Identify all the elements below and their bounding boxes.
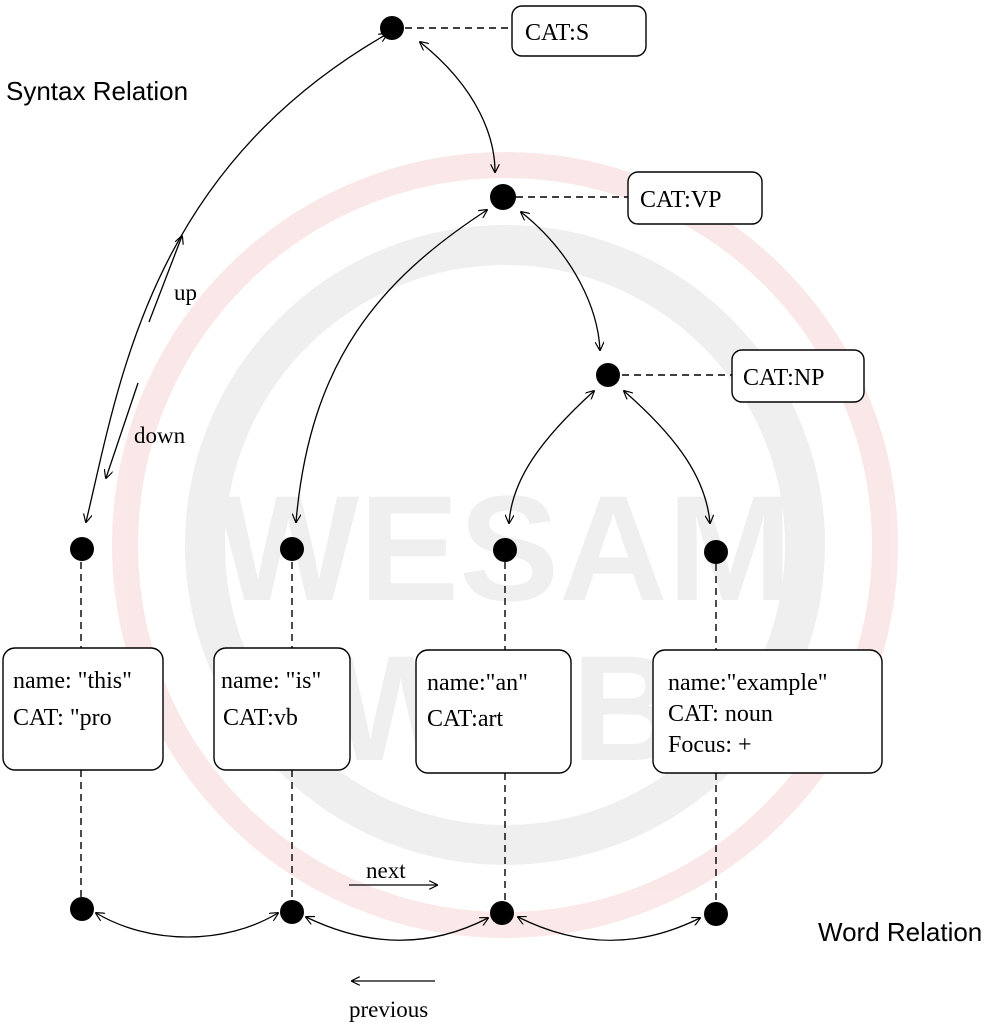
previous-label: previous bbox=[349, 997, 428, 1022]
word1-word2-arc bbox=[96, 913, 278, 938]
word4-line2: CAT: noun bbox=[668, 701, 773, 727]
np-to-word3-arc bbox=[509, 391, 594, 523]
word3-line2: CAT:art bbox=[427, 706, 503, 732]
s-to-word1-arc bbox=[86, 34, 387, 522]
word4-top-node bbox=[704, 540, 728, 564]
word-box-3: name:"an" CAT:art bbox=[415, 649, 572, 774]
word1-line2: CAT: "pro bbox=[13, 705, 112, 731]
word4-line3: Focus: + bbox=[668, 732, 752, 758]
cat-vp-box: CAT:VP bbox=[627, 171, 763, 225]
cat-np-box: CAT:NP bbox=[731, 349, 865, 403]
np-node bbox=[596, 363, 620, 387]
word-relation-heading: Word Relation bbox=[818, 917, 982, 947]
word4-line1: name:"example" bbox=[668, 670, 828, 696]
word2-word3-arc bbox=[306, 917, 488, 941]
word1-top-node bbox=[70, 537, 94, 561]
up-label: up bbox=[174, 280, 197, 305]
cat-s-box: CAT:S bbox=[511, 5, 647, 57]
vp-node bbox=[490, 184, 516, 210]
watermark-outer-ring bbox=[112, 152, 898, 938]
word3-line1: name:"an" bbox=[427, 670, 528, 696]
cat-np-label: CAT:NP bbox=[743, 365, 825, 391]
np-to-word4-arc bbox=[624, 391, 710, 523]
word2-top-node bbox=[280, 537, 304, 561]
down-arrow bbox=[106, 382, 139, 478]
cat-vp-label: CAT:VP bbox=[640, 187, 722, 213]
word3-top-node bbox=[493, 538, 517, 562]
word1-line1: name: "this" bbox=[13, 668, 132, 694]
word2-bottom-node bbox=[280, 900, 304, 924]
vp-to-word2-arc bbox=[296, 210, 487, 522]
word3-bottom-node bbox=[490, 901, 514, 925]
word-box-2: name: "is" CAT:vb bbox=[213, 647, 351, 771]
word2-line2: CAT:vb bbox=[223, 705, 298, 731]
word-box-4: name:"example" CAT: noun Focus: + bbox=[652, 649, 883, 774]
word2-line1: name: "is" bbox=[221, 668, 321, 694]
s-node bbox=[380, 16, 404, 40]
cat-s-label: CAT:S bbox=[525, 20, 589, 46]
word-box-1: name: "this" CAT: "pro bbox=[2, 647, 164, 771]
word4-bottom-node bbox=[704, 902, 728, 926]
word3-word4-arc bbox=[518, 917, 700, 941]
next-label: next bbox=[366, 858, 406, 883]
s-to-vp-arc bbox=[420, 42, 495, 172]
syntax-relation-heading: Syntax Relation bbox=[6, 76, 188, 106]
up-arrow bbox=[148, 236, 182, 323]
down-label: down bbox=[134, 423, 186, 448]
vp-to-np-arc bbox=[521, 212, 600, 350]
word1-bottom-node bbox=[70, 897, 94, 921]
